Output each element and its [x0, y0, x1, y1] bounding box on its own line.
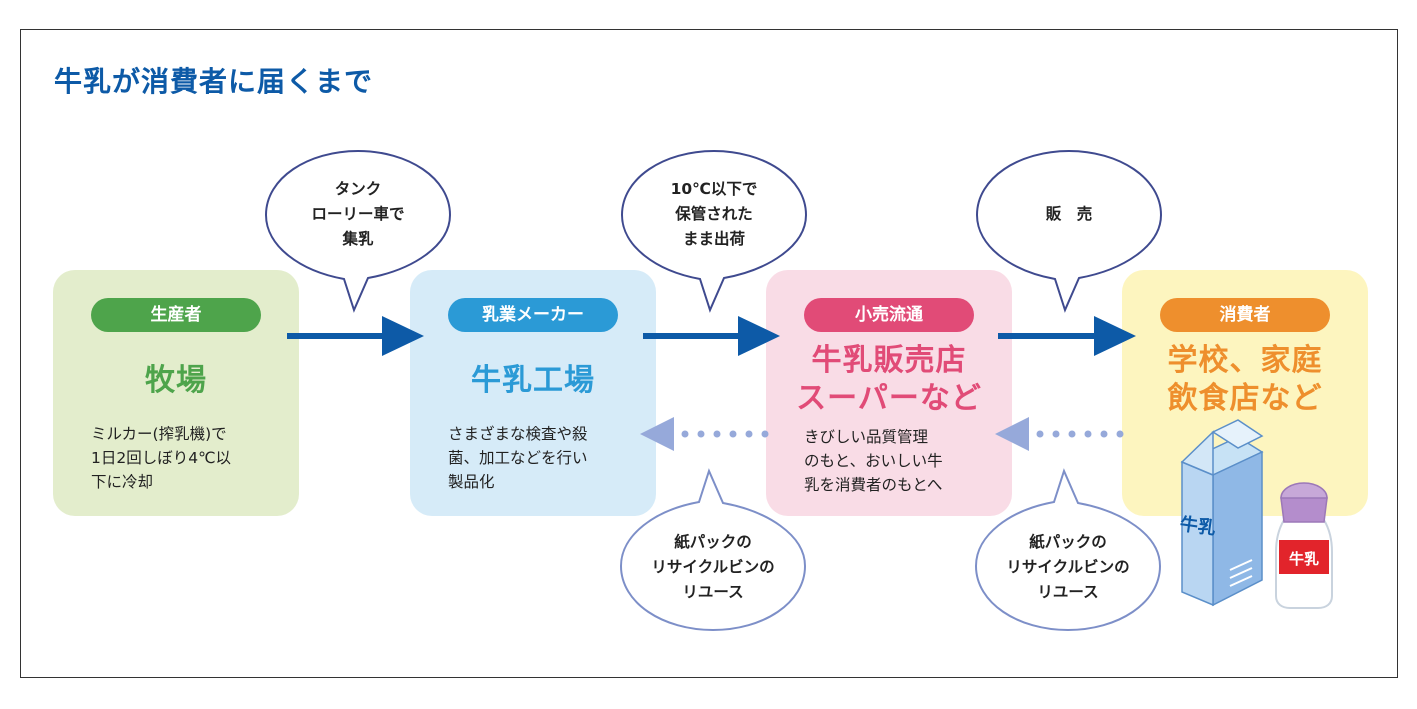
place-farm: 牧場 [53, 362, 299, 400]
milk-bottle-illustration: 牛乳 [1275, 482, 1333, 609]
bubble-line: 販 売 [1045, 205, 1093, 223]
card-producer: 生産者 牧場 ミルカー(搾乳機)で 1日2回しぼり4℃以 下に冷却 [53, 270, 299, 516]
place-line: 牛乳工場 [471, 363, 595, 398]
bubble-line: 保管された [675, 205, 753, 223]
place-line: 学校、家庭 [1167, 343, 1323, 378]
bubble-line: 紙パックの [674, 533, 752, 551]
return-arrow [640, 417, 769, 451]
badge-producer: 生産者 [91, 298, 261, 332]
bubble-line: タンク [334, 180, 382, 198]
card-retail: 小売流通 牛乳販売店 スーパーなど きびしい品質管理 のもと、おいしい牛 乳を消… [766, 270, 1012, 516]
bubble-line: 集乳 [342, 230, 374, 248]
place-milk-factory: 牛乳工場 [410, 362, 656, 400]
desc-line: きびしい品質管理 [804, 428, 929, 446]
bubble-line: リユース [1037, 583, 1099, 601]
bubble-line: リユース [682, 583, 744, 601]
flow-arrow [998, 316, 1136, 356]
place-line: スーパーなど [796, 381, 982, 416]
place-line: 牧場 [145, 363, 207, 398]
desc-line: のもと、おいしい牛 [804, 452, 943, 470]
bubble-recycle-right: 紙パックの リサイクルビンの リユース [988, 530, 1148, 605]
speech-bubble [620, 149, 808, 313]
desc-line: 菌、加工などを行い [448, 449, 588, 467]
speech-bubble [975, 149, 1163, 313]
bubble-recycle-left: 紙パックの リサイクルビンの リユース [633, 530, 793, 605]
place-line: 牛乳販売店 [811, 343, 967, 378]
place-retail-stores: 牛乳販売店 スーパーなど [766, 342, 1012, 418]
bubble-line: 10℃以下で [670, 180, 758, 198]
speech-bubble [974, 468, 1162, 632]
bubble-sales: 販 売 [989, 202, 1149, 227]
bubble-line: リサイクルビンの [1006, 558, 1130, 576]
flow-arrow [643, 316, 780, 356]
figure-frame [20, 29, 1398, 678]
desc-line: 1日2回しぼり4℃以 [91, 449, 231, 467]
bubble-line: まま出荷 [682, 230, 745, 248]
card-dairy-maker: 乳業メーカー 牛乳工場 さまざまな検査や殺 菌、加工などを行い 製品化 [410, 270, 656, 516]
badge-retail: 小売流通 [804, 298, 974, 332]
place-line: 飲食店など [1167, 381, 1323, 416]
milk-carton-illustration: 牛乳 [1178, 419, 1264, 607]
desc-line: さまざまな検査や殺 [448, 425, 588, 443]
return-arrow [995, 417, 1124, 451]
bottle-label: 牛乳 [1289, 550, 1319, 568]
bubble-line: ローリー車で [311, 205, 405, 223]
desc-dairy-maker: さまざまな検査や殺 菌、加工などを行い 製品化 [448, 422, 648, 494]
badge-consumer: 消費者 [1160, 298, 1330, 332]
bubble-line: 紙パックの [1029, 533, 1107, 551]
speech-bubble [619, 468, 807, 632]
desc-line: 下に冷却 [91, 473, 154, 491]
desc-producer: ミルカー(搾乳機)で 1日2回しぼり4℃以 下に冷却 [91, 422, 291, 494]
bubble-tank-lorry: タンク ローリー車で 集乳 [278, 177, 438, 252]
place-schools-homes: 学校、家庭 飲食店など [1122, 342, 1368, 418]
speech-bubble [264, 149, 452, 313]
bubble-shipping: 10℃以下で 保管された まま出荷 [634, 177, 794, 252]
desc-line: 乳を消費者のもとへ [804, 476, 943, 494]
diagram-title: 牛乳が消費者に届くまで [54, 65, 374, 98]
desc-retail: きびしい品質管理 のもと、おいしい牛 乳を消費者のもとへ [804, 425, 1004, 497]
desc-line: ミルカー(搾乳機)で [91, 425, 227, 443]
badge-dairy-maker: 乳業メーカー [448, 298, 618, 332]
bubble-line: リサイクルビンの [651, 558, 775, 576]
carton-label: 牛乳 [1178, 513, 1217, 540]
desc-line: 製品化 [448, 473, 495, 491]
flow-arrow [287, 316, 424, 356]
